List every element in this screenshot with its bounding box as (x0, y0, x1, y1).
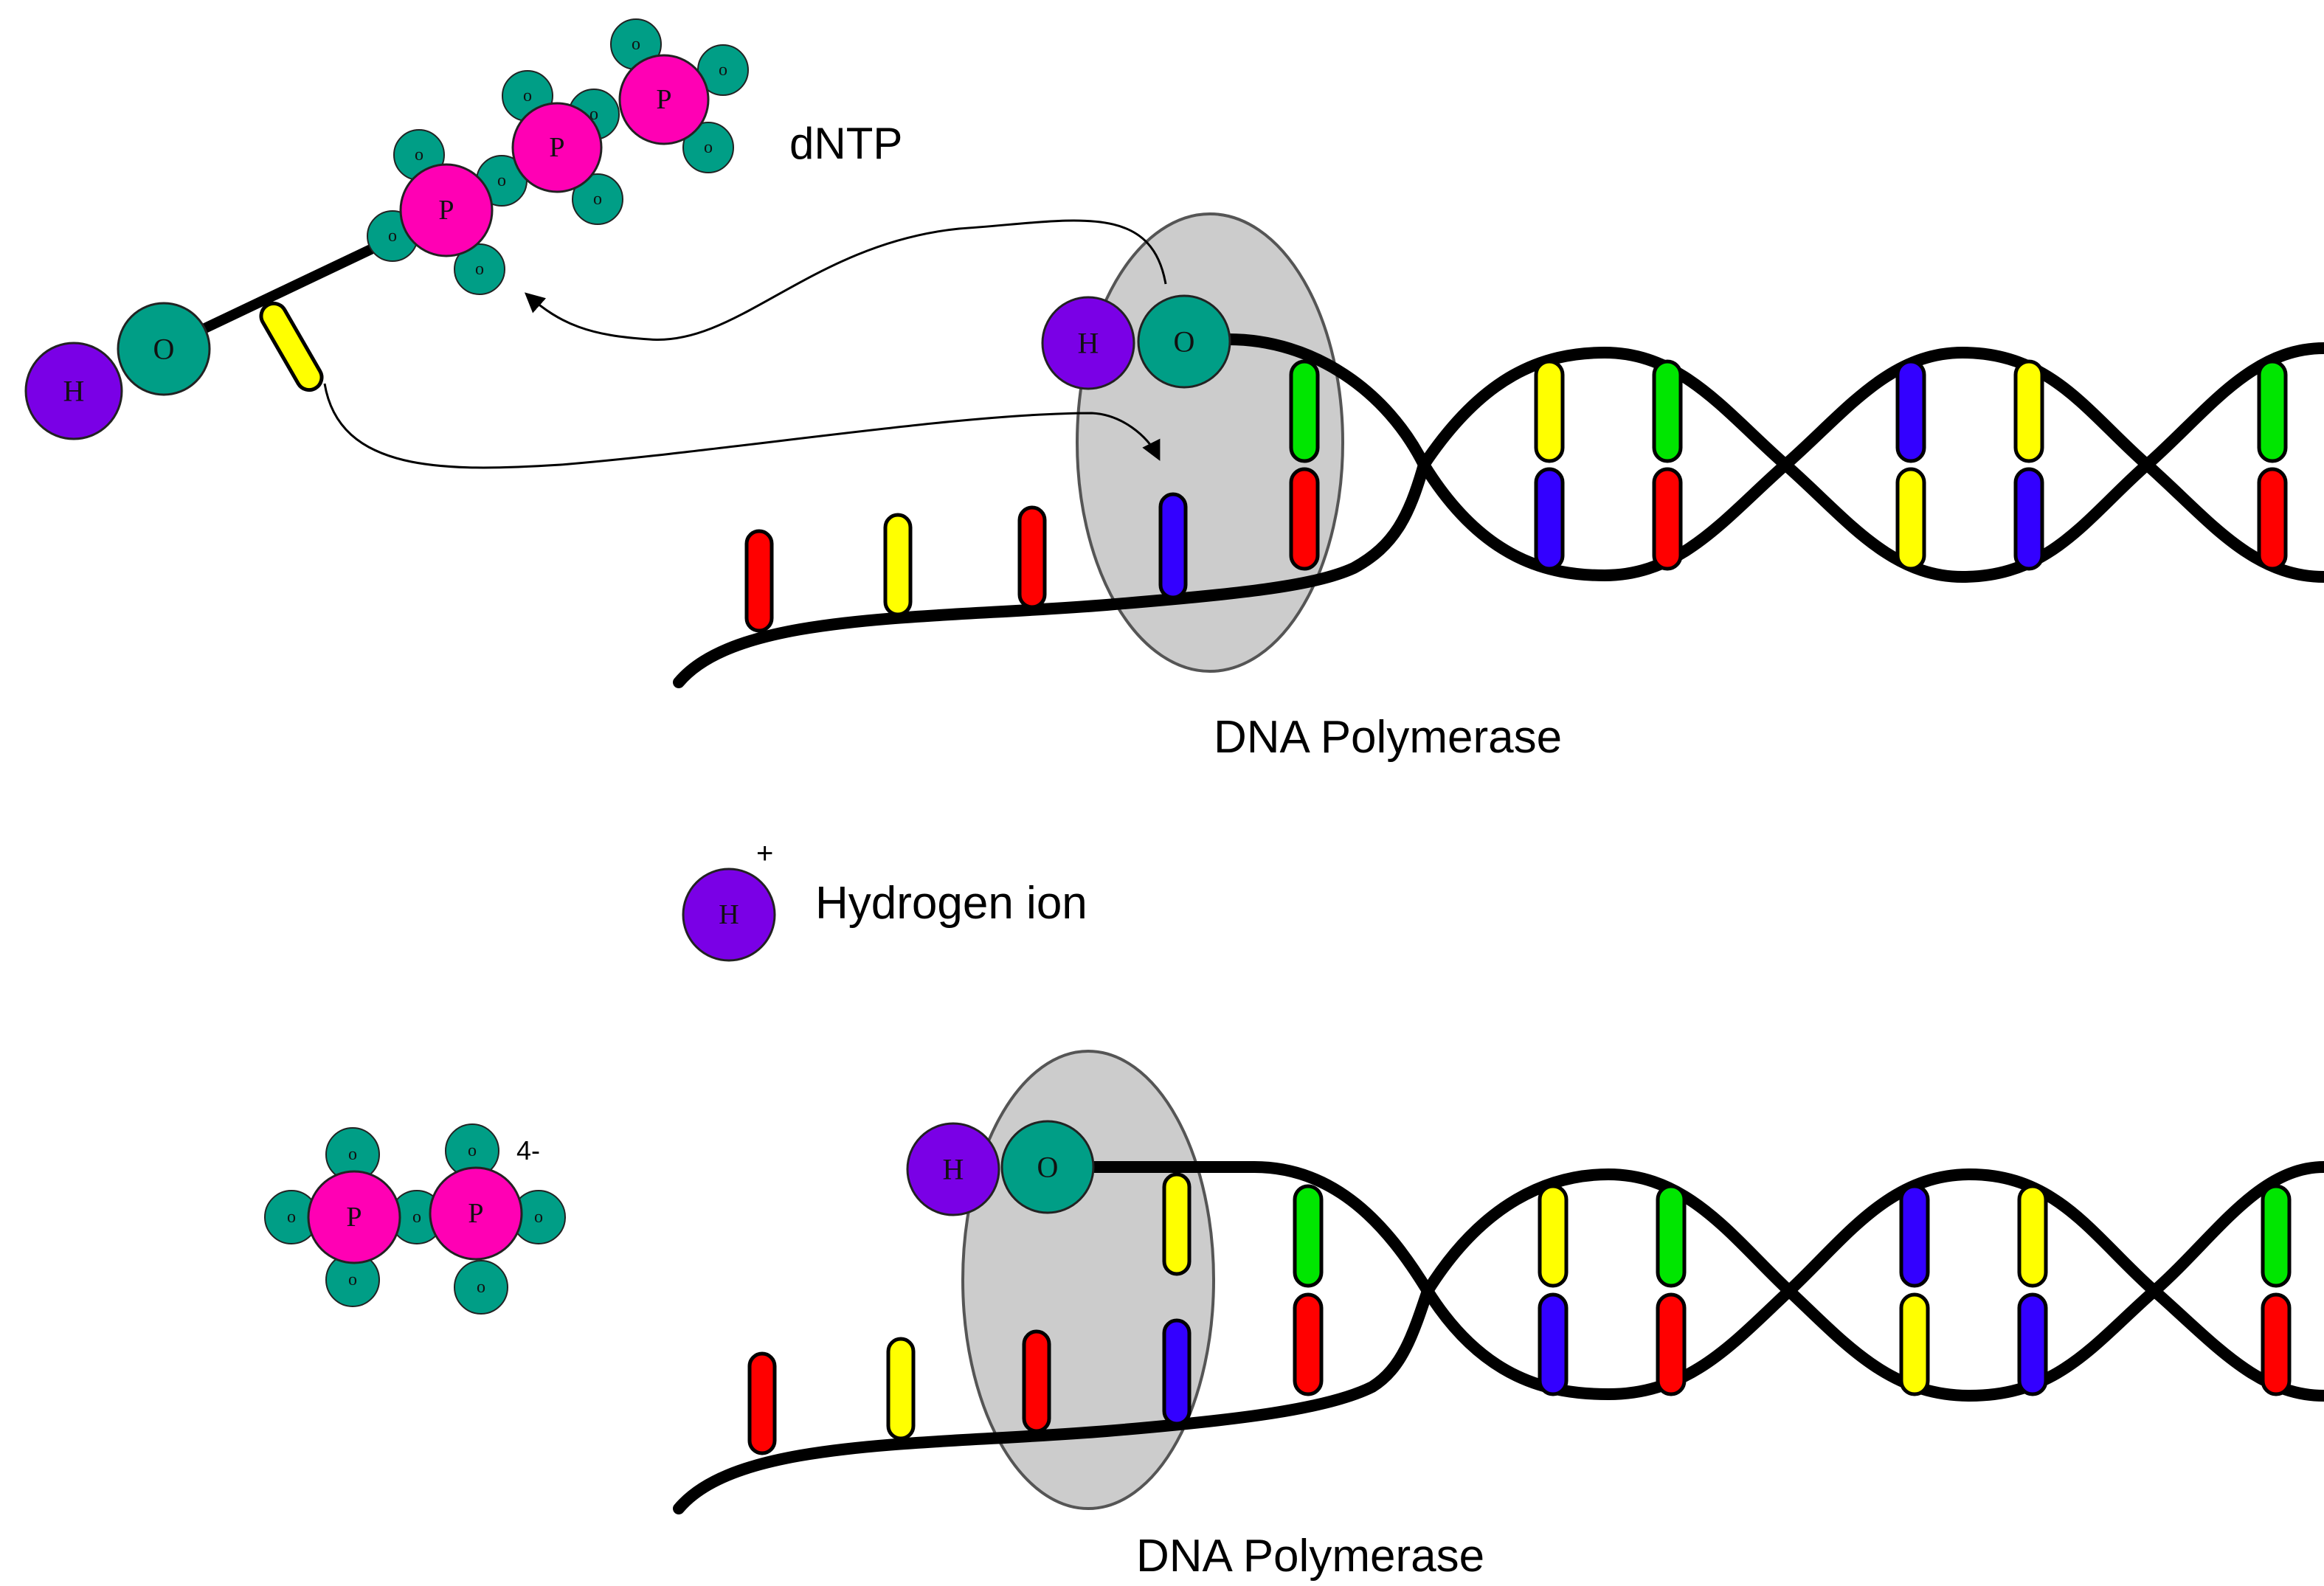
base-green-bottom-p1 (1293, 1184, 1324, 1288)
base-blue-top-p2 (1534, 467, 1565, 571)
base-yellow-bottom-p2 (1538, 1184, 1569, 1288)
hydrogen-ion-h-label: H (719, 899, 739, 930)
base-yellow-bottom-p5 (2017, 1184, 2048, 1288)
base-red-bottom-2 (1022, 1329, 1051, 1433)
atom-label-o: O (1174, 325, 1195, 359)
svg-text:o: o (468, 1141, 477, 1160)
hydrogen-ion-label: Hydrogen ion (815, 878, 1087, 929)
svg-text:o: o (523, 86, 532, 105)
base-yellow-top-1 (883, 513, 913, 617)
dntp-hydrogen-atom (24, 342, 123, 440)
dntp-h-label: H (63, 375, 85, 408)
base-blue-bottom-p2 (1538, 1292, 1569, 1396)
bottom-panel: H O DNA Polymerase (673, 1050, 2324, 1582)
base-red-bottom-p6 (2261, 1292, 2292, 1396)
svg-text:o: o (287, 1208, 296, 1227)
base-blue-top-p5 (2013, 467, 2044, 571)
svg-text:o: o (497, 171, 506, 190)
hydrogen-ion: H + Hydrogen ion (682, 837, 1087, 962)
svg-text:O: O (1037, 1151, 1059, 1184)
dntp-oxygen-atom (117, 302, 211, 396)
base-red-top-p6 (2257, 467, 2288, 571)
base-blue-top-p4 (1895, 359, 1926, 463)
svg-text:o: o (412, 1208, 421, 1227)
top-panel: H O H O (24, 18, 2324, 763)
svg-text:o: o (475, 260, 484, 279)
polymerase-label-top: DNA Polymerase (1214, 712, 1562, 763)
primer-strand-bottom (673, 1285, 1434, 1514)
base-blue-bottom-p5 (2017, 1292, 2048, 1396)
base-red-top-2 (1017, 505, 1047, 609)
pyrophosphate-small-oxygens (264, 1123, 566, 1315)
dntp-small-oxygen-letters: o o o o o o o o o o (388, 35, 727, 279)
base-red-top-p1 (1289, 467, 1320, 571)
hydrogen-atom (906, 1122, 1000, 1216)
pyrophosphate-phosphate-1 (307, 1170, 401, 1264)
pyrophosphate-phosphate-2 (429, 1166, 523, 1261)
base-green-top-p6 (2257, 359, 2288, 463)
base-red-top-p3 (1652, 467, 1683, 571)
svg-text:o: o (632, 35, 640, 54)
svg-text:P: P (468, 1198, 483, 1229)
svg-text:o: o (477, 1278, 485, 1297)
svg-text:o: o (388, 226, 397, 246)
base-yellow-bottom-new (1162, 1172, 1192, 1276)
dntp-phosphate-3 (618, 54, 710, 145)
base-yellow-top-p4 (1895, 467, 1926, 571)
svg-text:o: o (704, 138, 713, 157)
arrow-to-dntp (524, 219, 1167, 341)
svg-text:o: o (348, 1145, 357, 1164)
base-green-bottom-p3 (1656, 1184, 1687, 1288)
svg-text:P: P (656, 84, 671, 115)
base-red-bottom-p1 (1293, 1292, 1324, 1396)
svg-text:o: o (348, 1270, 357, 1289)
dntp-o-label: O (153, 333, 175, 366)
hydrogen-atom (1041, 296, 1135, 390)
pyrophosphate: o o o o o o o P P 4- (264, 1123, 566, 1315)
hydroxyl-group-top: H O (1041, 294, 1231, 390)
dntp-phosphate-2 (511, 102, 603, 193)
pyrophosphate-charge: 4- (516, 1135, 540, 1166)
base-green-bottom-p6 (2261, 1184, 2292, 1288)
base-blue-bottom-p4 (1899, 1184, 1930, 1288)
base-red-bottom-p3 (1656, 1292, 1687, 1396)
base-red-bottom-1 (747, 1351, 777, 1455)
pyrophosphate-small-oxygen-letters: o o o o o o o (287, 1141, 543, 1297)
base-green-top-p1 (1289, 359, 1320, 463)
dntp-label: dNTP (789, 119, 902, 168)
base-yellow-bottom-p4 (1899, 1292, 1930, 1396)
svg-text:o: o (415, 145, 423, 165)
svg-text:o: o (593, 190, 602, 209)
polymerase-label-bottom: DNA Polymerase (1136, 1531, 1484, 1582)
base-red-top-1 (744, 529, 774, 633)
hydrogen-ion-atom (682, 868, 776, 962)
svg-text:P: P (438, 195, 454, 226)
arrow-to-polymerase (323, 383, 1161, 469)
template-strand-top-b (1418, 342, 2324, 584)
svg-text:o: o (719, 60, 727, 80)
hydroxyl-group-bottom: H O (906, 1120, 1095, 1216)
oxygen-atom (1000, 1120, 1095, 1214)
base-blue-bottom-1 (1162, 1318, 1192, 1426)
oxygen-atom (1137, 294, 1231, 389)
dntp-phosphate-1 (399, 163, 494, 257)
svg-text:P: P (346, 1202, 362, 1233)
base-blue-top-1 (1158, 492, 1188, 600)
base-green-top-p3 (1652, 359, 1683, 463)
base-yellow-bottom-1 (886, 1337, 916, 1441)
hydrogen-ion-charge: + (756, 837, 773, 870)
dntp-base-yellow (259, 301, 324, 392)
atom-label-h: H (1078, 327, 1099, 360)
base-yellow-top-p5 (2013, 359, 2044, 463)
dntp-molecule: H O o o o o o o o o o o (24, 18, 749, 440)
svg-text:P: P (549, 132, 564, 163)
template-strand-bottom-b (1422, 1161, 2324, 1402)
svg-text:o: o (534, 1208, 543, 1227)
base-yellow-top-p2 (1534, 359, 1565, 463)
svg-text:H: H (943, 1153, 964, 1186)
